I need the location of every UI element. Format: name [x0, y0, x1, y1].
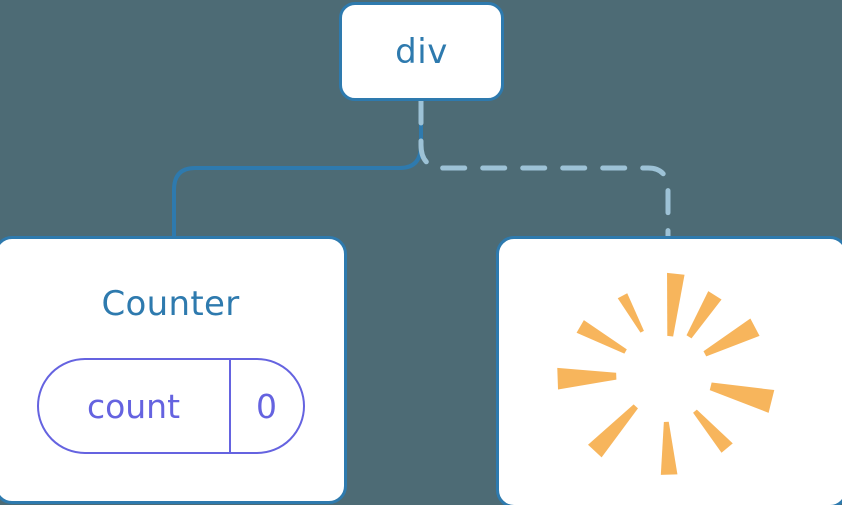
- state-pill-count[interactable]: count 0: [36, 358, 305, 454]
- node-counter-label: Counter: [101, 284, 240, 324]
- node-div-label: div: [395, 31, 448, 72]
- node-div[interactable]: div: [339, 2, 504, 101]
- sparkle-burst-icon: [557, 272, 775, 475]
- edge-div-effect: [418, 98, 671, 241]
- state-value: 0: [228, 360, 303, 452]
- edge-div-counter: [172, 99, 423, 240]
- state-key: count: [86, 386, 181, 426]
- node-counter[interactable]: Counter count 0: [0, 236, 347, 504]
- node-effect[interactable]: [496, 236, 842, 505]
